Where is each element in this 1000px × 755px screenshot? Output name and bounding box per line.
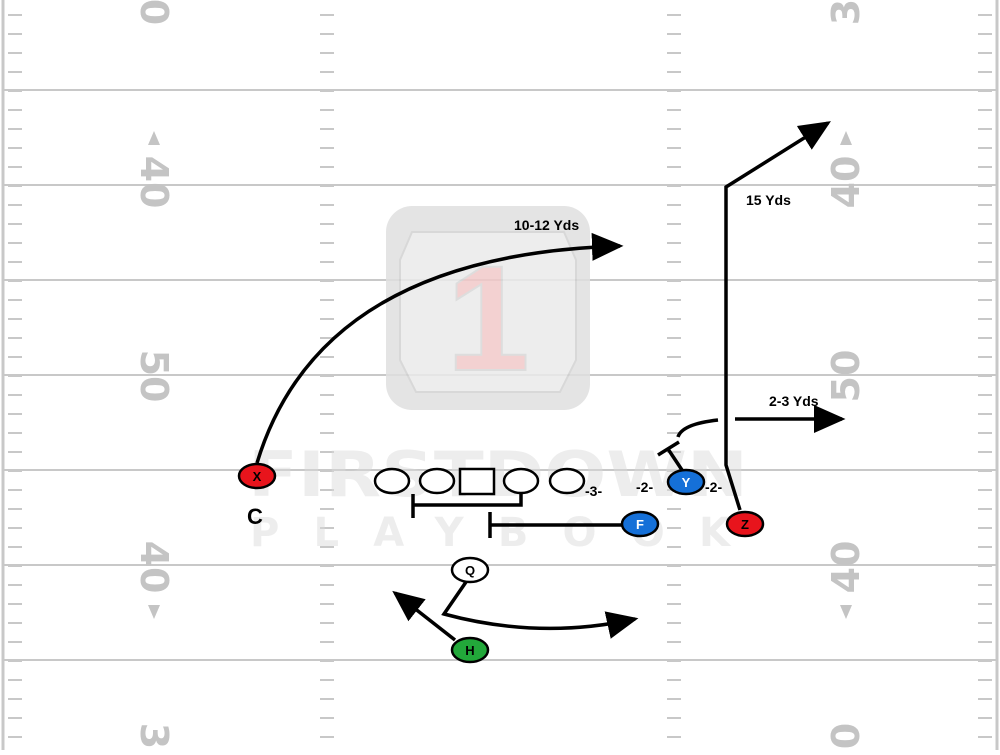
- yard-numbers-right: 3 40 50 40 0: [824, 0, 868, 749]
- z-route: [724, 121, 831, 511]
- yard-number-left-1: 40: [132, 156, 176, 209]
- f-block: [488, 512, 625, 538]
- yard-arrow-left-3: [148, 605, 160, 619]
- player-q-marker: [450, 556, 490, 584]
- player-x: X: [237, 462, 277, 490]
- player-f: F: [620, 510, 660, 538]
- q-route: [441, 581, 639, 639]
- yard-number-right-2: 50: [824, 350, 868, 403]
- player-z-marker: [725, 510, 765, 538]
- c-block: [411, 491, 523, 518]
- yard-arrow-right-3: [840, 605, 852, 619]
- label-z-route: 15 Yds: [746, 192, 791, 208]
- yard-number-right-0: 3: [824, 0, 868, 25]
- label-c-tag: C: [247, 504, 263, 529]
- player-y: Y: [666, 468, 706, 496]
- yard-number-right-1: 40: [824, 156, 868, 209]
- yard-numbers-left: 0 40 50 40 3: [132, 0, 176, 749]
- yard-number-left-4: 3: [132, 723, 176, 749]
- yard-number-left-2: 50: [132, 350, 176, 403]
- yard-arrow-right-1: [840, 131, 852, 145]
- offensive-line: [373, 467, 586, 496]
- player-y-label: Y: [682, 475, 691, 490]
- yard-number-right-4: 0: [824, 723, 868, 749]
- watermark-emblem-digit: 1: [446, 234, 529, 402]
- h-route: [392, 590, 457, 642]
- player-h-marker: [450, 636, 490, 664]
- lineman-right-tackle: [548, 467, 586, 495]
- label-y-route: 2-3 Yds: [769, 393, 819, 409]
- player-z: Z: [725, 510, 765, 538]
- route-labels: 10-12 Yds 15 Yds 2-3 Yds C -3- -2- -2-: [247, 192, 819, 529]
- lineman-left-guard: [418, 467, 456, 495]
- label-split-2a: -2-: [636, 479, 653, 495]
- label-split-2b: -2-: [705, 479, 722, 495]
- yard-number-left-0: 0: [132, 0, 176, 25]
- player-y-marker: [666, 468, 706, 496]
- lineman-right-guard: [502, 467, 540, 495]
- player-x-label: X: [253, 469, 262, 484]
- yard-number-left-3: 40: [132, 541, 176, 594]
- player-q-label: Q: [465, 563, 475, 578]
- label-split-3: -3-: [585, 483, 602, 499]
- routes: [255, 121, 846, 642]
- y-block: [657, 440, 686, 474]
- x-route: [255, 232, 624, 464]
- player-f-label: F: [636, 517, 644, 532]
- player-h: H: [450, 636, 490, 664]
- yard-arrow-left-1: [148, 131, 160, 145]
- lineman-center: [458, 467, 496, 496]
- y-route-motion: [676, 418, 719, 438]
- label-x-route: 10-12 Yds: [514, 217, 579, 233]
- player-q: Q: [450, 556, 490, 584]
- player-z-label: Z: [741, 517, 749, 532]
- lineman-left-tackle: [373, 467, 411, 495]
- player-x-marker: [237, 462, 277, 490]
- yard-number-right-3: 40: [824, 541, 868, 594]
- player-h-label: H: [465, 643, 474, 658]
- player-f-marker: [620, 510, 660, 538]
